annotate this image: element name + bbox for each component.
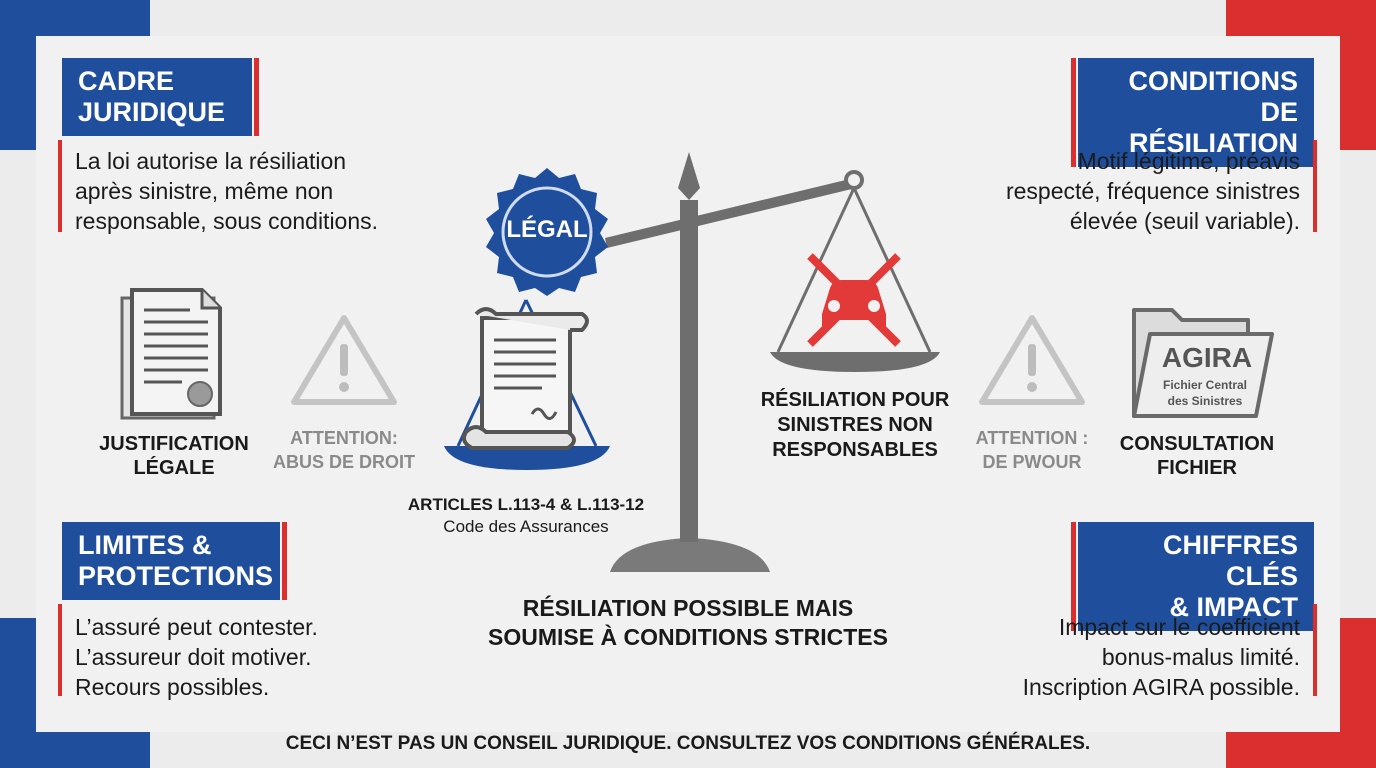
limites-title-line1: LIMITES & [78,530,212,560]
legal-seal-badge: LÉGAL [482,166,612,301]
chiffres-accent-line [1313,604,1317,696]
chiffres-text-line2: bonus-malus limité. [1101,644,1300,670]
flag-corner-top-right-vertical [1340,0,1376,150]
abus-line1: ATTENTION: [290,428,398,448]
warning-triangle-icon [288,312,400,413]
cadre-text-line1: La loi autorise la résiliation [75,148,347,174]
legal-disclaimer: CECI N’EST PAS UN CONSEIL JURIDIQUE. CON… [285,733,1091,754]
articles-line2: Code des Assurances [443,517,609,536]
abus-line2: ABUS DE DROIT [272,452,415,472]
conditions-text-line3: élevée (seuil variable). [1069,208,1300,234]
pouvoir-label: ATTENTION : DE PWOUR [952,426,1112,474]
conditions-title-line2: RÉSILIATION [1128,128,1298,158]
cadre-text-line3: responsable, sous conditions. [75,208,379,234]
chiffres-text-line1: Impact sur le coefficient [1058,614,1300,640]
right-caption-line2: SINISTRES NON [777,414,933,436]
conditions-accent-line [1313,140,1317,232]
folder-sub2: des Sinistres [1167,394,1243,408]
limites-header: LIMITES & PROTECTIONS [62,522,287,600]
pouvoir-line2: DE PWOUR [982,452,1082,472]
justification-line2: LÉGALE [133,457,215,479]
justification-line1: JUSTIFICATION [99,433,249,455]
chiffres-text: Impact sur le coefficient bonus-malus li… [960,612,1300,702]
warning-triangle-icon [976,312,1088,413]
folder-sub1: Fichier Central [1162,378,1248,392]
cadre-text: La loi autorise la résiliation après sin… [75,146,378,236]
cadre-title-line1: CADRE [78,66,175,96]
resiliation-sinistres-caption: RÉSILIATION POUR SINISTRES NON RESPONSAB… [740,388,970,463]
conclusion-line2: SOUMISE À CONDITIONS STRICTES [488,624,888,650]
chiffres-text-line3: Inscription AGIRA possible. [1022,674,1300,700]
cadre-juridique-header: CADRE JURIDIQUE [62,58,259,136]
limites-accent-line [58,604,62,696]
scale-of-justice-icon [430,140,970,585]
right-caption-line3: RESPONSABLES [772,439,938,461]
articles-caption: ARTICLES L.113-4 & L.113-12 Code des Ass… [400,494,652,538]
fichier-line1: CONSULTATION [1119,433,1275,455]
limites-title-line2: PROTECTIONS [78,561,274,591]
pouvoir-line1: ATTENTION : [975,428,1089,448]
conclusion-line1: RÉSILIATION POSSIBLE MAIS [522,595,854,621]
folder-title: AGIRA [1161,342,1253,373]
flag-corner-bottom-left-vertical [0,618,36,768]
conditions-text: Motif légitime, préavis respecté, fréque… [960,146,1300,236]
cadre-text-line2: après sinistre, même non [75,178,334,204]
cadre-accent-line [58,140,62,232]
folder-icon: AGIRA Fichier Central des Sinistres [1128,298,1278,427]
chiffres-title-line1: CHIFFRES CLÉS [1163,530,1298,591]
flag-corner-bottom-right-vertical [1340,618,1376,768]
right-caption-line1: RÉSILIATION POUR [760,389,950,411]
justification-label: JUSTIFICATION LÉGALE [90,432,258,480]
legal-scroll-icon [456,300,596,455]
limites-text-line2: L’assureur doit motiver. [75,644,312,670]
limites-text: L’assuré peut contester. L’assureur doit… [75,612,318,702]
chiffres-header: CHIFFRES CLÉS & IMPACT [1071,522,1314,631]
legal-badge-label: LÉGAL [506,216,588,243]
articles-line1: ARTICLES L.113-4 & L.113-12 [407,495,645,514]
flag-corner-top-left-vertical [0,0,36,150]
conditions-text-line1: Motif légitime, préavis [1077,148,1300,174]
prohibited-car-icon [802,248,906,357]
limites-text-line3: Recours possibles. [75,674,270,700]
chiffres-title-line2: & IMPACT [1169,592,1299,622]
conclusion-caption: RÉSILIATION POSSIBLE MAIS SOUMISE À COND… [458,594,918,652]
conditions-header: CONDITIONS DE RÉSILIATION [1071,58,1314,167]
certificate-document-icon [118,288,230,429]
conditions-text-line2: respecté, fréquence sinistres [1005,178,1300,204]
abus-label: ATTENTION: ABUS DE DROIT [264,426,424,474]
cadre-title-line2: JURIDIQUE [78,97,226,127]
limites-text-line1: L’assuré peut contester. [75,614,318,640]
conditions-title-line1: CONDITIONS DE [1128,66,1298,127]
fichier-label: CONSULTATION FICHIER [1112,432,1282,480]
fichier-line2: FICHIER [1157,457,1237,479]
